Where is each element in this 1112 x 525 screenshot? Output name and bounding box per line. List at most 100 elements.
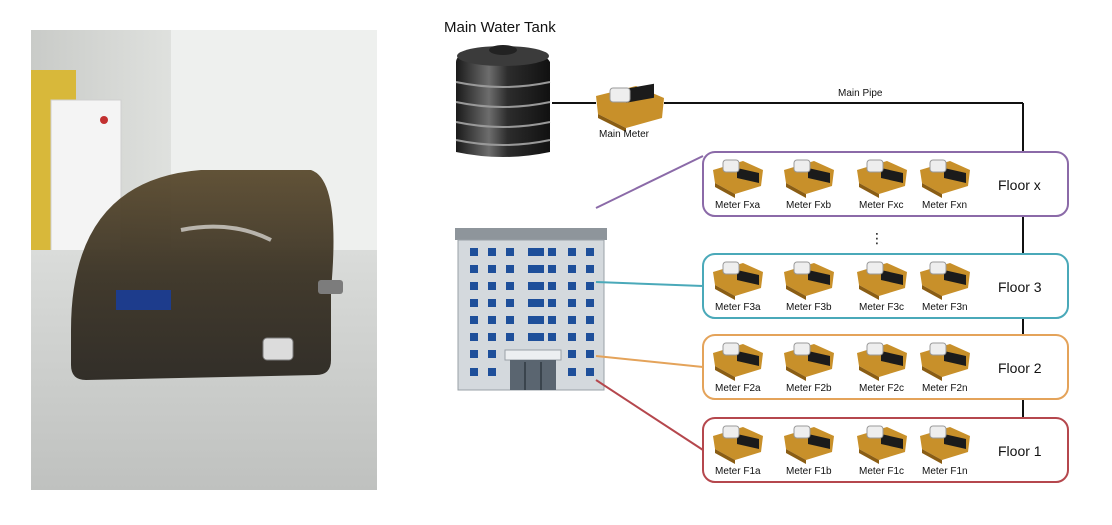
building-window: [528, 316, 544, 324]
water-meter-icon: [920, 425, 970, 464]
building-window: [528, 333, 544, 341]
main-meter-label: Main Meter: [599, 129, 650, 140]
building-window: [470, 265, 478, 273]
floor-connector: [595, 379, 704, 451]
building-window: [568, 350, 576, 358]
building-window: [568, 316, 576, 324]
building-window: [506, 265, 514, 273]
floor-connector: [595, 155, 704, 209]
water-meter-icon: [713, 159, 763, 198]
water-meter-icon: [784, 425, 834, 464]
floor-label: Floor x: [998, 177, 1041, 193]
water-meter-icon: [920, 342, 970, 381]
meter-label: Meter Fxn: [922, 200, 967, 211]
building-window: [586, 248, 594, 256]
meter-label: Meter F1a: [715, 466, 761, 477]
water-meter-icon: [857, 342, 907, 381]
building-window: [586, 350, 594, 358]
meter-label: Meter F1c: [859, 466, 904, 477]
building-window: [506, 333, 514, 341]
water-meter-icon: [857, 261, 907, 300]
floor-group: Meter F1a Meter F1b Meter F1c Meter F1n Floo…: [595, 379, 1069, 483]
building-window: [488, 265, 496, 273]
building-window: [488, 299, 496, 307]
building-icon: [455, 228, 607, 391]
meter-label: Meter F1b: [786, 466, 832, 477]
floor-group: Meter F2a Meter F2b Meter F2c Meter F2n Floo…: [595, 334, 1069, 400]
water-meter-icon: [857, 425, 907, 464]
building-window: [528, 248, 544, 256]
meter-label: Meter F3n: [922, 302, 968, 313]
building-window: [488, 333, 496, 341]
main-pipe-label: Main Pipe: [838, 88, 883, 99]
meter-label: Meter F2n: [922, 383, 968, 394]
water-meter-icon: [784, 342, 834, 381]
floor-connector: [595, 355, 704, 368]
floor-group: Meter F3a Meter F3b Meter F3c Meter F3n Floo…: [595, 253, 1069, 319]
building-window: [506, 299, 514, 307]
meter-label: Meter F3c: [859, 302, 904, 313]
building-window: [528, 282, 544, 290]
building-window: [548, 282, 556, 290]
water-tank-icon: [455, 45, 551, 157]
building-window: [470, 350, 478, 358]
meter-label: Meter F2c: [859, 383, 904, 394]
building-window: [470, 368, 478, 376]
meter-label: Meter F3b: [786, 302, 832, 313]
water-meter-icon: [920, 261, 970, 300]
tank-label: Main Water Tank: [444, 19, 556, 36]
building-window: [470, 248, 478, 256]
building-window: [528, 265, 544, 273]
building-window: [488, 368, 496, 376]
meter-label: Meter F2b: [786, 383, 832, 394]
building-window: [548, 333, 556, 341]
building-window: [528, 299, 544, 307]
water-meter-icon: [920, 159, 970, 198]
floor-label: Floor 2: [998, 360, 1042, 376]
floor-label: Floor 3: [998, 279, 1042, 295]
building-window: [568, 282, 576, 290]
water-meter-icon: [713, 425, 763, 464]
building-window: [488, 350, 496, 358]
building-window: [548, 248, 556, 256]
building-window: [568, 248, 576, 256]
water-meter-icon: [713, 342, 763, 381]
building-window: [506, 248, 514, 256]
building-window: [488, 248, 496, 256]
floor-connector: [595, 281, 704, 287]
building-window: [568, 368, 576, 376]
water-meter-icon: [784, 261, 834, 300]
building-window: [470, 282, 478, 290]
building-window: [470, 299, 478, 307]
building-window: [470, 316, 478, 324]
meter-label: Meter F2a: [715, 383, 761, 394]
building-window: [548, 265, 556, 273]
main-pipe: [552, 102, 1024, 418]
building-window: [506, 316, 514, 324]
building-window: [470, 333, 478, 341]
building-window: [488, 282, 496, 290]
device-photo: [31, 30, 377, 490]
meter-label: Meter F3a: [715, 302, 761, 313]
building-window: [506, 282, 514, 290]
building-window: [586, 299, 594, 307]
building-window: [586, 282, 594, 290]
building-window: [548, 299, 556, 307]
floor-group: Meter Fxa Meter Fxb Meter Fxc Meter Fxn Floo…: [595, 151, 1069, 217]
meter-label: Meter Fxa: [715, 200, 760, 211]
floor-label: Floor 1: [998, 443, 1042, 459]
floor-ellipsis: ⋮: [870, 230, 884, 246]
meter-label: Meter Fxb: [786, 200, 831, 211]
water-meter-icon: [713, 261, 763, 300]
building-window: [586, 265, 594, 273]
meter-label: Meter Fxc: [859, 200, 903, 211]
building-window: [586, 333, 594, 341]
building-window: [586, 316, 594, 324]
building-window: [488, 316, 496, 324]
water-meter-icon: [784, 159, 834, 198]
water-meter-icon: [857, 159, 907, 198]
meter-label: Meter F1n: [922, 466, 968, 477]
building-window: [586, 368, 594, 376]
building-window: [568, 265, 576, 273]
building-window: [548, 316, 556, 324]
